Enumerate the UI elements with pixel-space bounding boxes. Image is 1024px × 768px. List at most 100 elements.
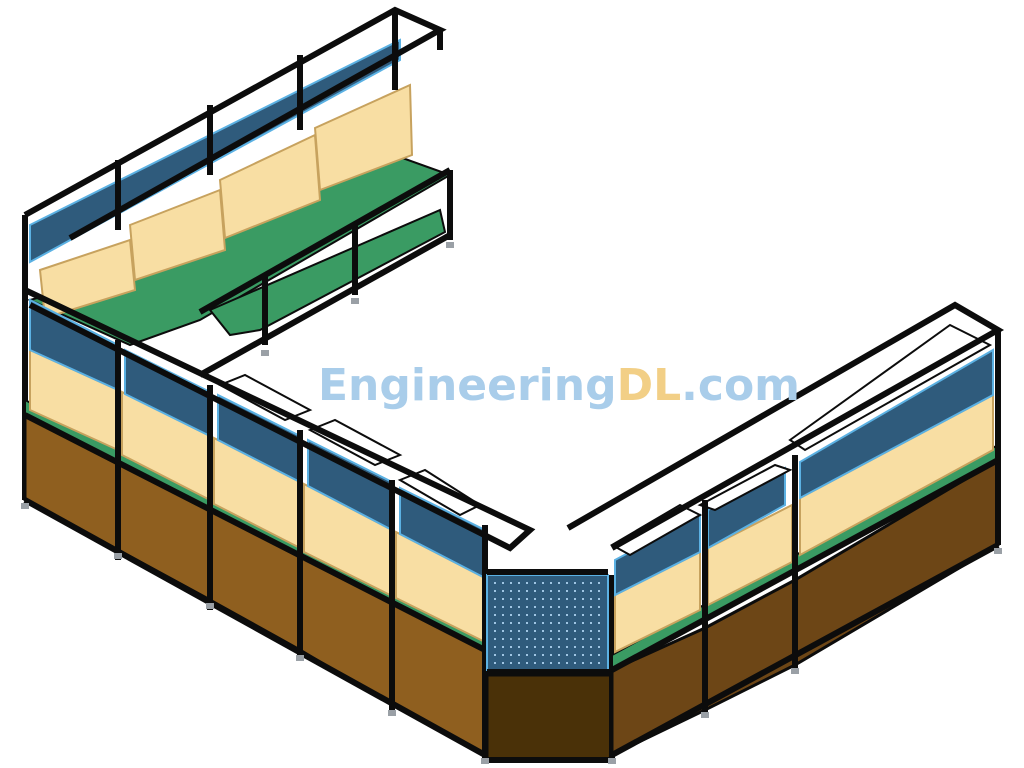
right-top-panel-1 bbox=[609, 503, 703, 557]
peg-hole bbox=[558, 606, 560, 608]
peg-hole bbox=[526, 582, 528, 584]
peg-hole bbox=[566, 638, 568, 640]
peg-hole bbox=[534, 598, 536, 600]
peg-hole bbox=[518, 654, 520, 656]
peg-hole bbox=[574, 654, 576, 656]
watermark-part-a: Engineering bbox=[318, 360, 617, 411]
peg-hole bbox=[542, 606, 544, 608]
peg-hole bbox=[582, 646, 584, 648]
peg-hole bbox=[502, 662, 504, 664]
peg-hole bbox=[598, 646, 600, 648]
peg-hole bbox=[534, 646, 536, 648]
peg-hole bbox=[574, 622, 576, 624]
peg-hole bbox=[590, 654, 592, 656]
peg-hole bbox=[582, 662, 584, 664]
peg-hole bbox=[510, 582, 512, 584]
peg-hole bbox=[590, 598, 592, 600]
peg-hole bbox=[534, 638, 536, 640]
peg-hole bbox=[582, 598, 584, 600]
peg-hole bbox=[502, 630, 504, 632]
peg-hole bbox=[550, 630, 552, 632]
peg-hole bbox=[518, 662, 520, 664]
peg-hole bbox=[526, 598, 528, 600]
peg-hole bbox=[582, 606, 584, 608]
peg-hole bbox=[558, 614, 560, 616]
peg-hole bbox=[582, 654, 584, 656]
peg-hole bbox=[582, 590, 584, 592]
peg-hole bbox=[558, 582, 560, 584]
peg-hole bbox=[534, 590, 536, 592]
peg-hole bbox=[550, 582, 552, 584]
peg-hole bbox=[550, 662, 552, 664]
peg-hole bbox=[598, 582, 600, 584]
corner-unit bbox=[485, 569, 615, 763]
peg-hole bbox=[582, 630, 584, 632]
peg-hole bbox=[550, 590, 552, 592]
peg-hole bbox=[542, 654, 544, 656]
peg-hole bbox=[526, 606, 528, 608]
back-workbench-row bbox=[22, 6, 453, 500]
peg-hole bbox=[566, 646, 568, 648]
left-top-panel-2 bbox=[307, 418, 403, 467]
peg-hole bbox=[534, 630, 536, 632]
watermark-part-c: .com bbox=[681, 360, 800, 411]
peg-hole bbox=[526, 662, 528, 664]
peg-hole bbox=[558, 590, 560, 592]
peg-hole bbox=[566, 614, 568, 616]
right-pegboard-3 bbox=[799, 348, 994, 500]
peg-hole bbox=[550, 598, 552, 600]
peg-hole bbox=[598, 590, 600, 592]
peg-hole bbox=[582, 622, 584, 624]
peg-hole bbox=[558, 654, 560, 656]
peg-hole bbox=[510, 630, 512, 632]
peg-hole bbox=[542, 614, 544, 616]
leveling-foot bbox=[994, 548, 1002, 554]
peg-hole bbox=[510, 614, 512, 616]
peg-hole bbox=[550, 622, 552, 624]
peg-hole bbox=[518, 598, 520, 600]
peg-hole bbox=[510, 654, 512, 656]
peg-hole bbox=[574, 598, 576, 600]
peg-hole bbox=[542, 598, 544, 600]
leveling-foot bbox=[351, 298, 359, 304]
peg-hole bbox=[542, 638, 544, 640]
peg-hole bbox=[574, 630, 576, 632]
leveling-foot bbox=[296, 655, 304, 661]
left-top-panel-1 bbox=[217, 373, 313, 422]
peg-hole bbox=[534, 606, 536, 608]
peg-hole bbox=[550, 614, 552, 616]
leveling-foot bbox=[481, 758, 489, 764]
leveling-foot bbox=[206, 603, 214, 609]
peg-hole bbox=[582, 638, 584, 640]
peg-hole bbox=[510, 638, 512, 640]
peg-hole bbox=[510, 606, 512, 608]
corner-pegboard bbox=[486, 574, 609, 671]
peg-hole bbox=[542, 622, 544, 624]
peg-hole bbox=[518, 582, 520, 584]
peg-hole bbox=[590, 622, 592, 624]
peg-hole bbox=[494, 582, 496, 584]
peg-hole bbox=[590, 638, 592, 640]
peg-hole bbox=[590, 606, 592, 608]
peg-hole bbox=[510, 598, 512, 600]
peg-hole bbox=[502, 622, 504, 624]
peg-hole bbox=[494, 590, 496, 592]
peg-hole bbox=[590, 630, 592, 632]
peg-hole bbox=[558, 622, 560, 624]
watermark: EngineeringDL.com bbox=[318, 360, 800, 411]
peg-hole bbox=[526, 590, 528, 592]
right-top-panel-2 bbox=[697, 463, 793, 512]
peg-hole bbox=[558, 662, 560, 664]
right-front-row bbox=[566, 301, 1005, 758]
peg-hole bbox=[582, 614, 584, 616]
peg-hole bbox=[598, 598, 600, 600]
peg-hole bbox=[566, 582, 568, 584]
peg-hole bbox=[534, 622, 536, 624]
leveling-foot bbox=[608, 758, 616, 764]
peg-hole bbox=[518, 606, 520, 608]
peg-hole bbox=[510, 662, 512, 664]
back-bin-4 bbox=[313, 83, 414, 192]
peg-hole bbox=[590, 614, 592, 616]
peg-hole bbox=[574, 582, 576, 584]
peg-hole bbox=[598, 630, 600, 632]
